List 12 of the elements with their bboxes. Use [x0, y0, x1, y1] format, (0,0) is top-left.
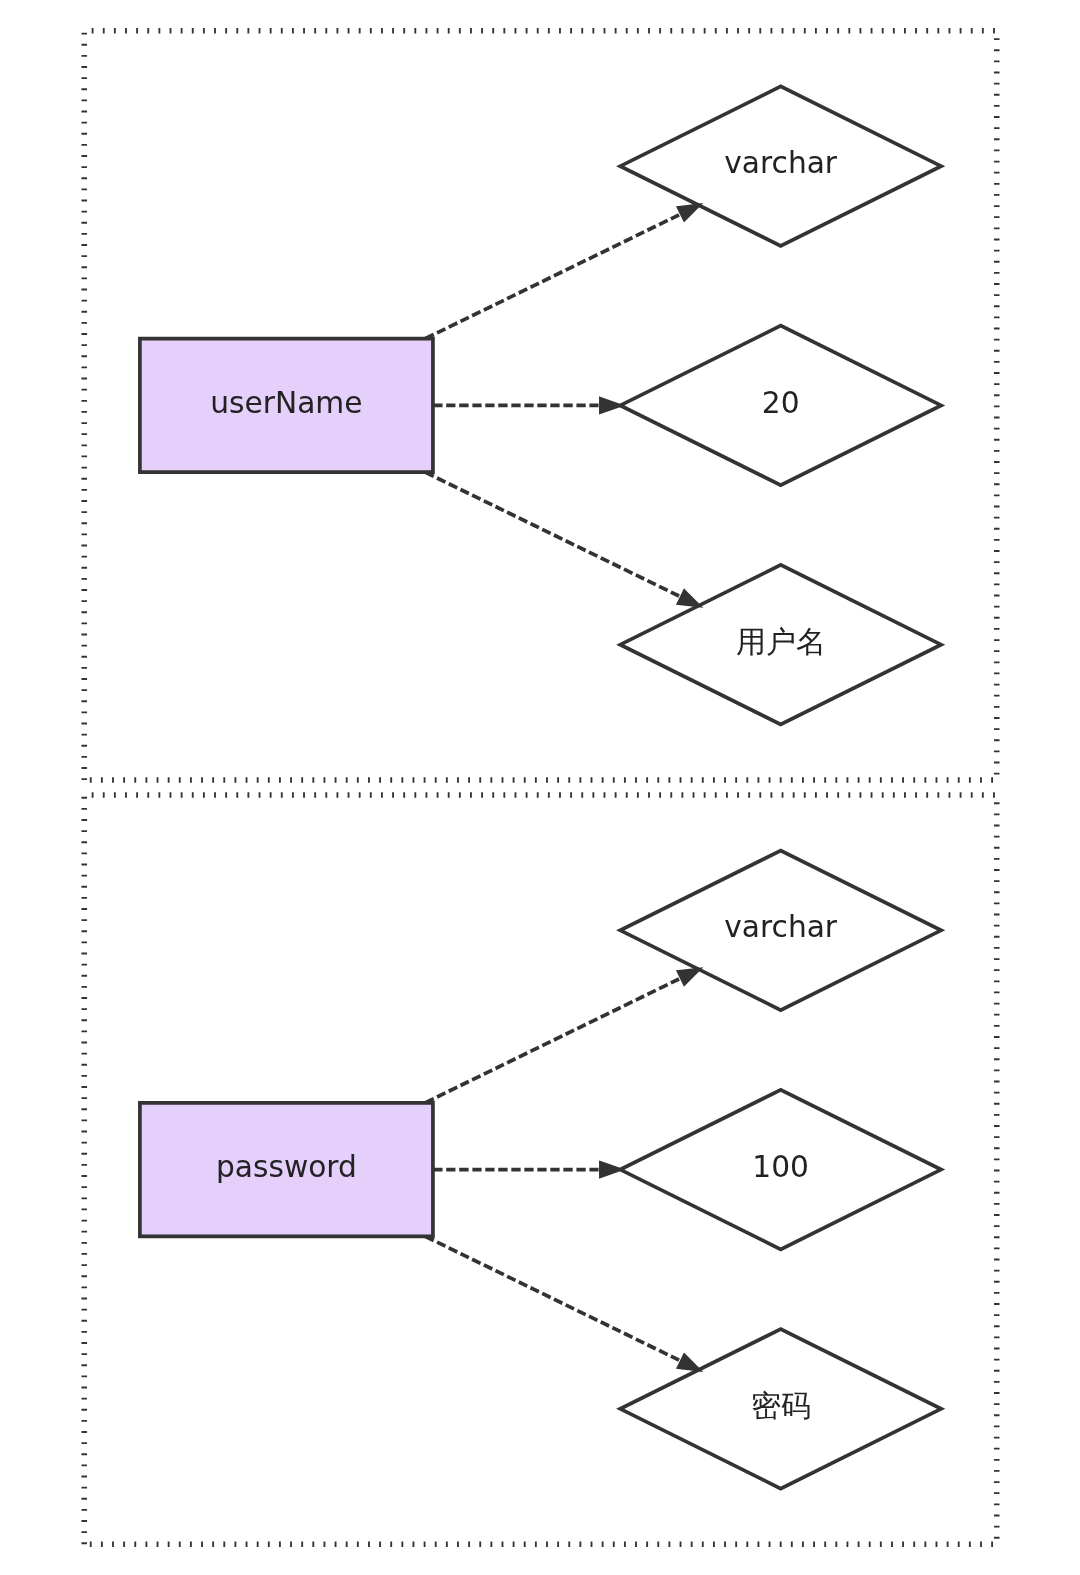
- arrow: [432, 1160, 625, 1179]
- cluster: [81, 792, 999, 1547]
- cluster: [81, 28, 999, 783]
- node-box: userName: [137, 336, 435, 475]
- node-diamond: 用户名: [615, 562, 945, 727]
- node-diamond: 密码: [615, 1327, 945, 1491]
- node-diamond: varchar: [615, 848, 945, 1013]
- arrow: [424, 1234, 703, 1372]
- arrow: [432, 396, 625, 415]
- arrow: [424, 203, 703, 341]
- node-box: password: [137, 1100, 435, 1239]
- node-diamond: varchar: [615, 84, 945, 248]
